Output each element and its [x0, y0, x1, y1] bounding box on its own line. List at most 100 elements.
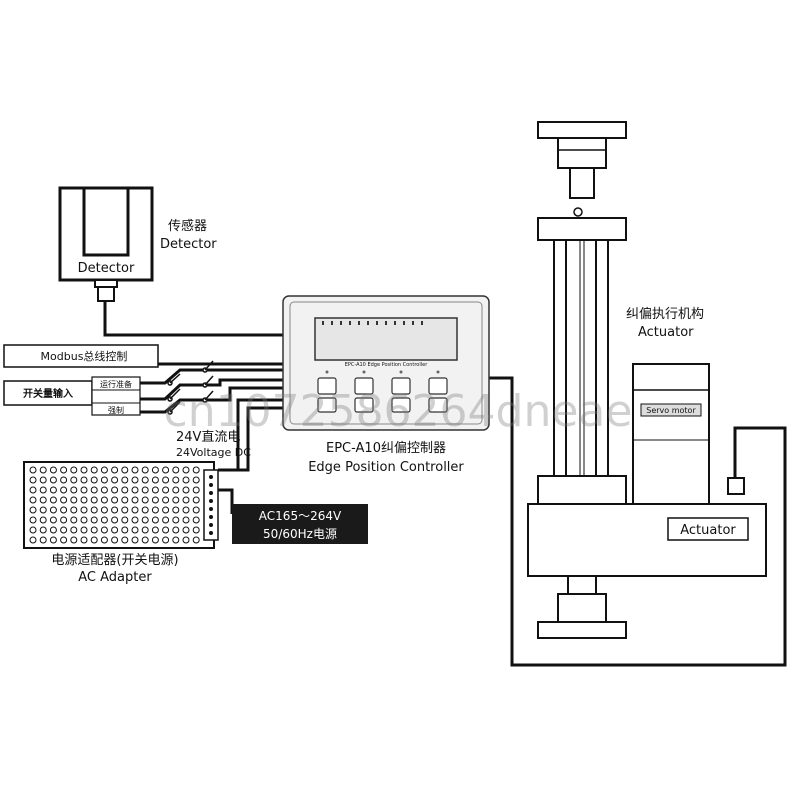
- vent-hole: [100, 486, 108, 494]
- vent-hole: [192, 536, 200, 544]
- detector-cable: [103, 300, 285, 337]
- vent-hole: [70, 526, 78, 534]
- vent-hole: [192, 466, 200, 474]
- switch-wire-1: [140, 368, 285, 385]
- actuator-box-label: Actuator: [680, 523, 736, 538]
- vent-hole: [90, 466, 98, 474]
- vent-hole: [141, 486, 149, 494]
- vent-hole: [111, 506, 119, 514]
- vent-hole: [49, 516, 57, 524]
- vent-hole: [121, 536, 129, 544]
- vent-hole: [121, 486, 129, 494]
- vent-hole: [29, 526, 37, 534]
- vent-hole: [192, 486, 200, 494]
- controller-button-5: [317, 397, 337, 413]
- modbus-box: Modbus总线控制: [3, 344, 159, 368]
- vent-hole: [141, 516, 149, 524]
- vent-hole: [111, 516, 119, 524]
- vent-hole: [182, 526, 190, 534]
- vent-hole: [39, 496, 47, 504]
- vent-hole: [151, 466, 159, 474]
- vent-hole: [141, 476, 149, 484]
- vent-hole: [182, 506, 190, 514]
- vent-hole: [29, 476, 37, 484]
- vent-hole: [131, 506, 139, 514]
- wires: [103, 300, 787, 667]
- vent-hole: [39, 466, 47, 474]
- vent-hole: [39, 486, 47, 494]
- controller-screen-label: EPC-A10 Edge Position Controller: [345, 362, 429, 368]
- vent-hole: [60, 506, 68, 514]
- vent-hole: [70, 486, 78, 494]
- adapter-label-cn: 电源适配器(开关电源): [51, 553, 178, 568]
- vent-hole: [162, 506, 170, 514]
- vent-hole: [151, 506, 159, 514]
- vent-hole: [90, 486, 98, 494]
- vent-hole: [29, 466, 37, 474]
- ac-input-line2: 50/60Hz电源: [263, 527, 337, 541]
- actuator: Actuator Servo motor 纠偏执行机构 Actuator: [527, 121, 767, 639]
- vent-hole: [182, 486, 190, 494]
- vent-hole: [121, 476, 129, 484]
- switch-input-label: 开关量输入: [23, 387, 73, 400]
- vent-hole: [172, 516, 180, 524]
- vent-hole: [141, 496, 149, 504]
- vent-hole: [29, 536, 37, 544]
- vent-hole: [70, 466, 78, 474]
- vent-hole: [39, 506, 47, 514]
- watermark: cn1072586264dneae: [164, 386, 633, 437]
- vent-hole: [131, 476, 139, 484]
- controller-label-en: Edge Position Controller: [308, 460, 464, 475]
- vent-hole: [70, 506, 78, 514]
- controller-button-4: [428, 377, 448, 395]
- vent-hole: [90, 526, 98, 534]
- vent-hole: [111, 466, 119, 474]
- vent-hole: [192, 516, 200, 524]
- vent-hole: [131, 496, 139, 504]
- controller-button-6: [354, 397, 374, 413]
- vent-hole: [90, 506, 98, 514]
- ac-input-line1: AC165～264V: [259, 509, 342, 523]
- ac-adapter: 电源适配器(开关电源) AC Adapter: [23, 461, 219, 585]
- vent-hole: [111, 486, 119, 494]
- controller-button-7: [391, 397, 411, 413]
- vent-hole: [141, 506, 149, 514]
- vent-hole: [60, 516, 68, 524]
- vent-hole: [162, 466, 170, 474]
- actuator-label-en: Actuator: [638, 325, 694, 340]
- vent-hole: [172, 496, 180, 504]
- vent-hole: [60, 496, 68, 504]
- vent-hole: [162, 476, 170, 484]
- servo-motor: [632, 363, 710, 505]
- vent-hole: [111, 536, 119, 544]
- vent-hole: [80, 526, 88, 534]
- detector-label-en: Detector: [160, 237, 217, 252]
- dc-cable-2: [226, 406, 285, 472]
- vent-hole: [151, 476, 159, 484]
- detector-label-cn: 传感器: [168, 218, 207, 234]
- vent-hole: [70, 476, 78, 484]
- vent-hole: [131, 536, 139, 544]
- adapter-label-en: AC Adapter: [78, 570, 152, 585]
- vent-hole: [172, 486, 180, 494]
- vent-hole: [49, 526, 57, 534]
- actuator-rod-left: [553, 239, 567, 477]
- vent-hole: [182, 516, 190, 524]
- controller-leds: [325, 370, 440, 374]
- vent-hole: [60, 476, 68, 484]
- vent-hole: [80, 486, 88, 494]
- vent-hole: [70, 536, 78, 544]
- vent-hole: [121, 466, 129, 474]
- servo-motor-label: Servo motor: [646, 406, 696, 415]
- vent-hole: [49, 466, 57, 474]
- vent-hole: [172, 506, 180, 514]
- vent-hole: [60, 526, 68, 534]
- vent-hole: [111, 476, 119, 484]
- vent-hole: [60, 536, 68, 544]
- vent-hole: [182, 496, 190, 504]
- vent-hole: [151, 516, 159, 524]
- vent-hole: [192, 476, 200, 484]
- vent-hole: [29, 496, 37, 504]
